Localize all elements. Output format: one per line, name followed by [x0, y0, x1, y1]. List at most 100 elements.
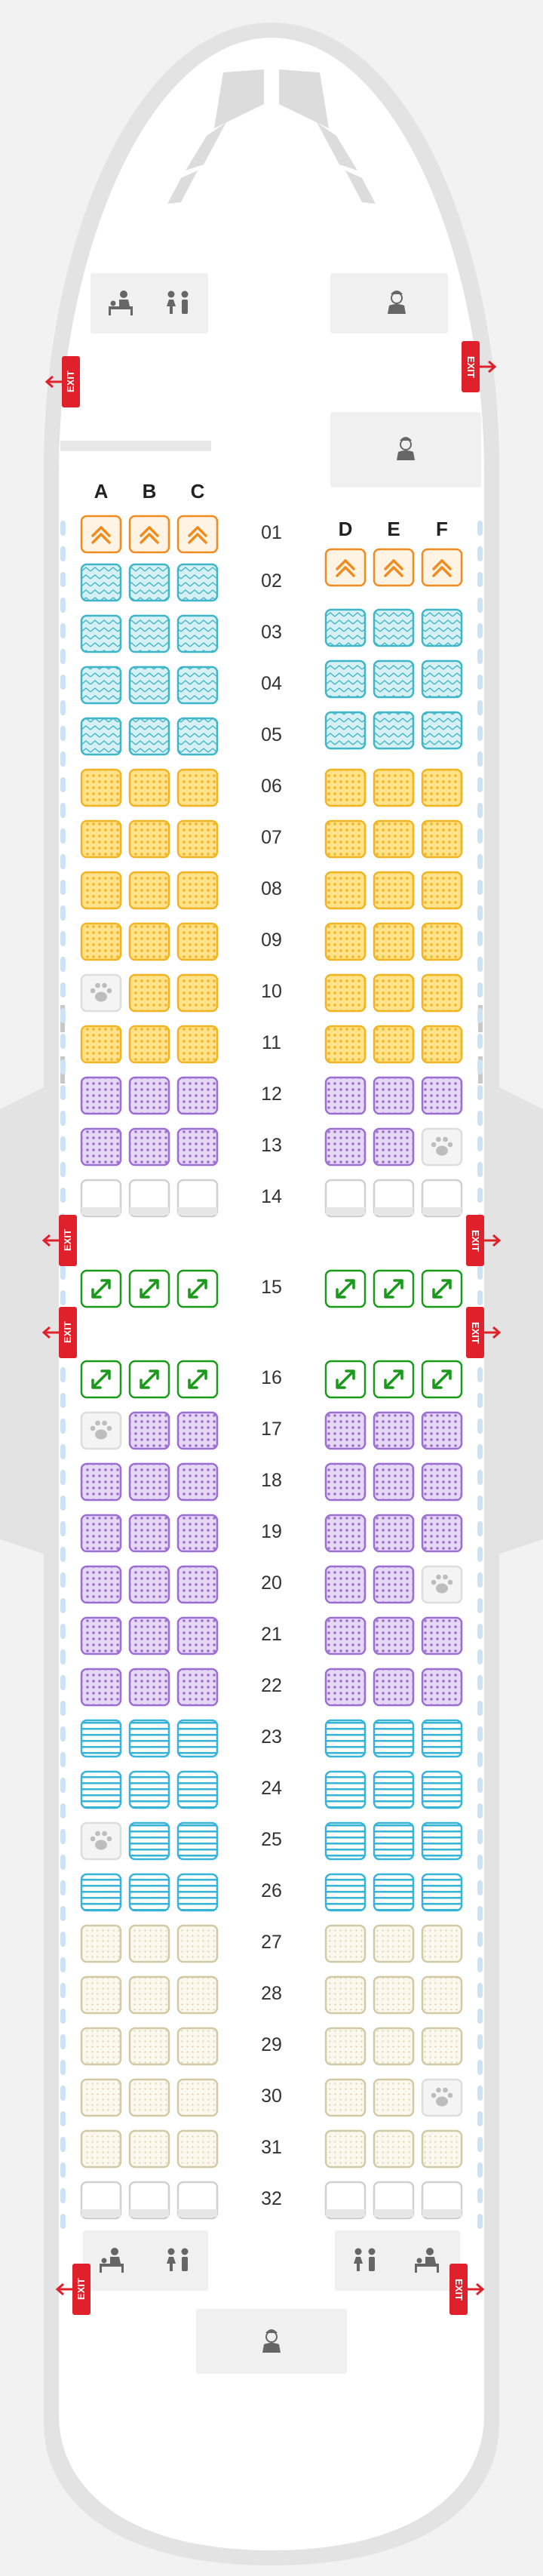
seat-05B[interactable]: [128, 717, 170, 756]
seat-11B[interactable]: [128, 1025, 170, 1064]
seat-13C[interactable]: [176, 1127, 219, 1167]
seat-12E[interactable]: [373, 1076, 415, 1115]
seat-30F[interactable]: [421, 2078, 463, 2117]
seat-16A[interactable]: [80, 1360, 122, 1399]
seat-30C[interactable]: [176, 2078, 219, 2117]
seat-20F[interactable]: [421, 1565, 463, 1604]
seat-10D[interactable]: [324, 973, 367, 1013]
seat-14B[interactable]: [128, 1179, 170, 1218]
seat-08C[interactable]: [176, 871, 219, 910]
seat-01A[interactable]: [80, 515, 122, 554]
seat-11D[interactable]: [324, 1025, 367, 1064]
seat-32D[interactable]: [324, 2181, 367, 2220]
seat-06C[interactable]: [176, 768, 219, 807]
seat-03B[interactable]: [128, 614, 170, 653]
seat-31C[interactable]: [176, 2129, 219, 2169]
seat-22E[interactable]: [373, 1668, 415, 1707]
seat-32C[interactable]: [176, 2181, 219, 2220]
seat-25F[interactable]: [421, 1821, 463, 1861]
seat-08E[interactable]: [373, 871, 415, 910]
seat-02E[interactable]: [373, 548, 415, 587]
seat-20E[interactable]: [373, 1565, 415, 1604]
seat-23B[interactable]: [128, 1719, 170, 1758]
seat-26C[interactable]: [176, 1873, 219, 1912]
seat-18C[interactable]: [176, 1462, 219, 1502]
seat-03D[interactable]: [324, 608, 367, 647]
seat-15E[interactable]: [373, 1269, 415, 1308]
seat-04C[interactable]: [176, 666, 219, 705]
seat-16B[interactable]: [128, 1360, 170, 1399]
seat-15B[interactable]: [128, 1269, 170, 1308]
seat-12A[interactable]: [80, 1076, 122, 1115]
seat-08D[interactable]: [324, 871, 367, 910]
seat-03A[interactable]: [80, 614, 122, 653]
seat-31A[interactable]: [80, 2129, 122, 2169]
seat-28A[interactable]: [80, 1975, 122, 2015]
seat-20C[interactable]: [176, 1565, 219, 1604]
seat-06B[interactable]: [128, 768, 170, 807]
seat-25E[interactable]: [373, 1821, 415, 1861]
seat-10C[interactable]: [176, 973, 219, 1013]
seat-23F[interactable]: [421, 1719, 463, 1758]
seat-26B[interactable]: [128, 1873, 170, 1912]
seat-16E[interactable]: [373, 1360, 415, 1399]
seat-21A[interactable]: [80, 1616, 122, 1655]
seat-22D[interactable]: [324, 1668, 367, 1707]
seat-04A[interactable]: [80, 666, 122, 705]
seat-01B[interactable]: [128, 515, 170, 554]
seat-29D[interactable]: [324, 2027, 367, 2066]
seat-29E[interactable]: [373, 2027, 415, 2066]
seat-10E[interactable]: [373, 973, 415, 1013]
seat-31D[interactable]: [324, 2129, 367, 2169]
seat-09E[interactable]: [373, 922, 415, 961]
seat-19E[interactable]: [373, 1514, 415, 1553]
seat-20A[interactable]: [80, 1565, 122, 1604]
seat-20B[interactable]: [128, 1565, 170, 1604]
seat-19C[interactable]: [176, 1514, 219, 1553]
seat-23E[interactable]: [373, 1719, 415, 1758]
seat-23C[interactable]: [176, 1719, 219, 1758]
seat-29F[interactable]: [421, 2027, 463, 2066]
seat-09B[interactable]: [128, 922, 170, 961]
seat-30A[interactable]: [80, 2078, 122, 2117]
seat-16F[interactable]: [421, 1360, 463, 1399]
seat-07B[interactable]: [128, 819, 170, 859]
seat-15D[interactable]: [324, 1269, 367, 1308]
seat-11E[interactable]: [373, 1025, 415, 1064]
seat-29B[interactable]: [128, 2027, 170, 2066]
seat-15F[interactable]: [421, 1269, 463, 1308]
seat-14A[interactable]: [80, 1179, 122, 1218]
seat-17F[interactable]: [421, 1411, 463, 1450]
seat-19F[interactable]: [421, 1514, 463, 1553]
seat-21D[interactable]: [324, 1616, 367, 1655]
seat-20D[interactable]: [324, 1565, 367, 1604]
seat-09C[interactable]: [176, 922, 219, 961]
seat-12C[interactable]: [176, 1076, 219, 1115]
seat-14E[interactable]: [373, 1179, 415, 1218]
seat-06F[interactable]: [421, 768, 463, 807]
seat-06E[interactable]: [373, 768, 415, 807]
seat-05F[interactable]: [421, 711, 463, 750]
seat-02D[interactable]: [324, 548, 367, 587]
seat-01C[interactable]: [176, 515, 219, 554]
seat-17D[interactable]: [324, 1411, 367, 1450]
seat-21E[interactable]: [373, 1616, 415, 1655]
seat-24E[interactable]: [373, 1770, 415, 1809]
seat-06D[interactable]: [324, 768, 367, 807]
seat-27D[interactable]: [324, 1924, 367, 1963]
seat-09D[interactable]: [324, 922, 367, 961]
seat-09F[interactable]: [421, 922, 463, 961]
seat-13E[interactable]: [373, 1127, 415, 1167]
seat-13B[interactable]: [128, 1127, 170, 1167]
seat-04B[interactable]: [128, 666, 170, 705]
seat-24F[interactable]: [421, 1770, 463, 1809]
seat-04E[interactable]: [373, 659, 415, 699]
seat-10F[interactable]: [421, 973, 463, 1013]
seat-14F[interactable]: [421, 1179, 463, 1218]
seat-31B[interactable]: [128, 2129, 170, 2169]
seat-32A[interactable]: [80, 2181, 122, 2220]
seat-30D[interactable]: [324, 2078, 367, 2117]
seat-17C[interactable]: [176, 1411, 219, 1450]
seat-11F[interactable]: [421, 1025, 463, 1064]
seat-07E[interactable]: [373, 819, 415, 859]
